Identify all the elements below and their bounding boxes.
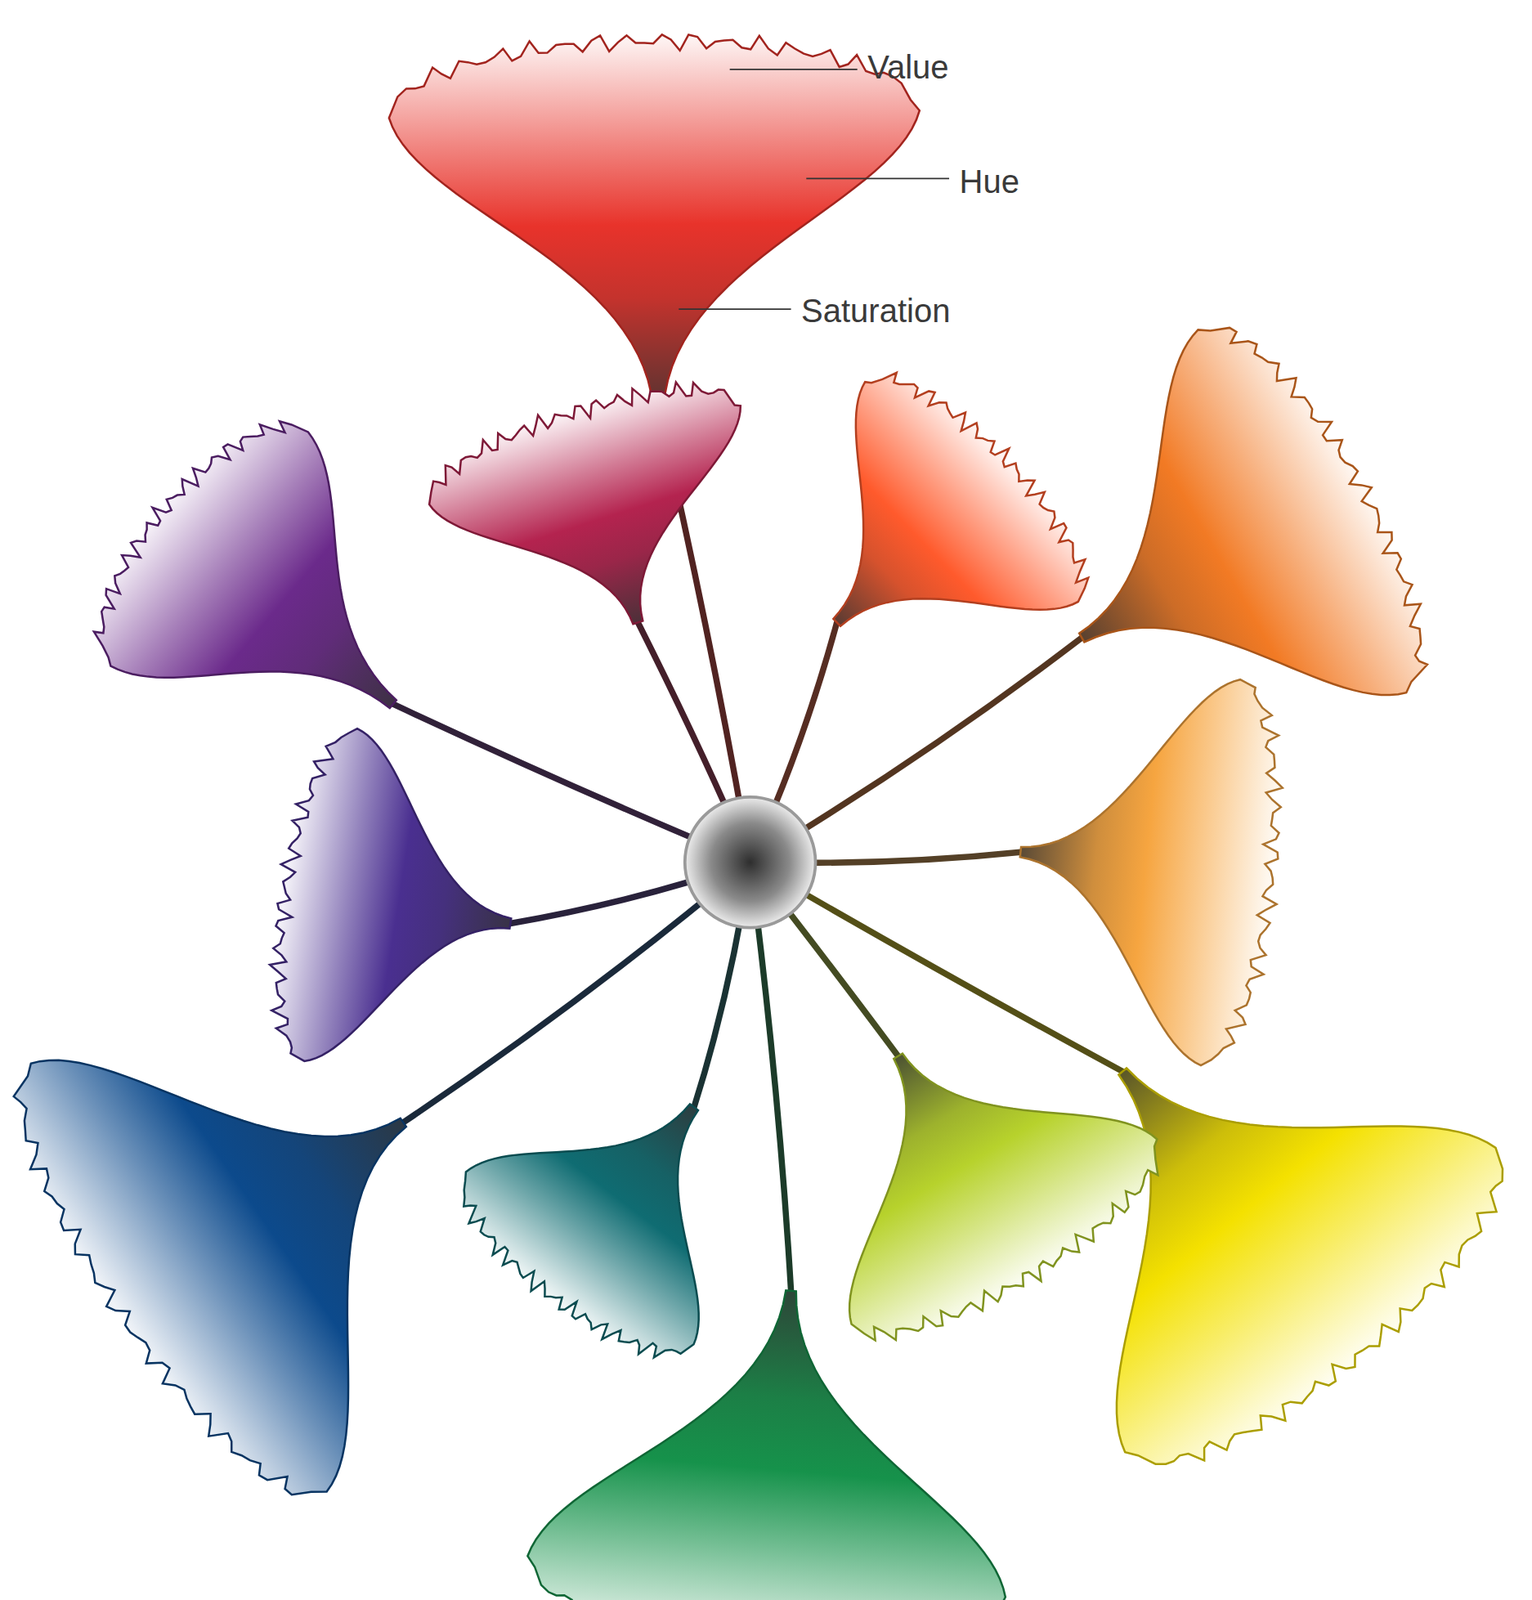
part-label: Value [867,49,949,86]
ginkgo-leaf [94,421,397,708]
ginkgo-leaf [429,381,741,624]
ginkgo-leaf [833,372,1089,627]
ginkgo-leaf [1116,1068,1503,1465]
part-label: Hue [959,163,1020,200]
leader-line [730,68,858,71]
hub-circle [685,797,816,928]
ginkgo-leaf [389,34,920,408]
leader-lines [678,69,950,310]
leader-line [678,308,791,310]
ginkgo-leaf [849,1053,1158,1341]
ginkgo-leaf [13,1060,407,1495]
ginkgo-leaf [463,1103,699,1358]
ginkgo-leaf [1079,327,1428,695]
leader-line [806,177,950,180]
part-label: Saturation [801,292,950,329]
ginkgo-leaf [269,728,511,1062]
ginkgo-leaf [1020,679,1283,1066]
hub [685,797,816,928]
leaves [13,34,1503,1600]
ginkgo-leaf [527,1290,1005,1600]
